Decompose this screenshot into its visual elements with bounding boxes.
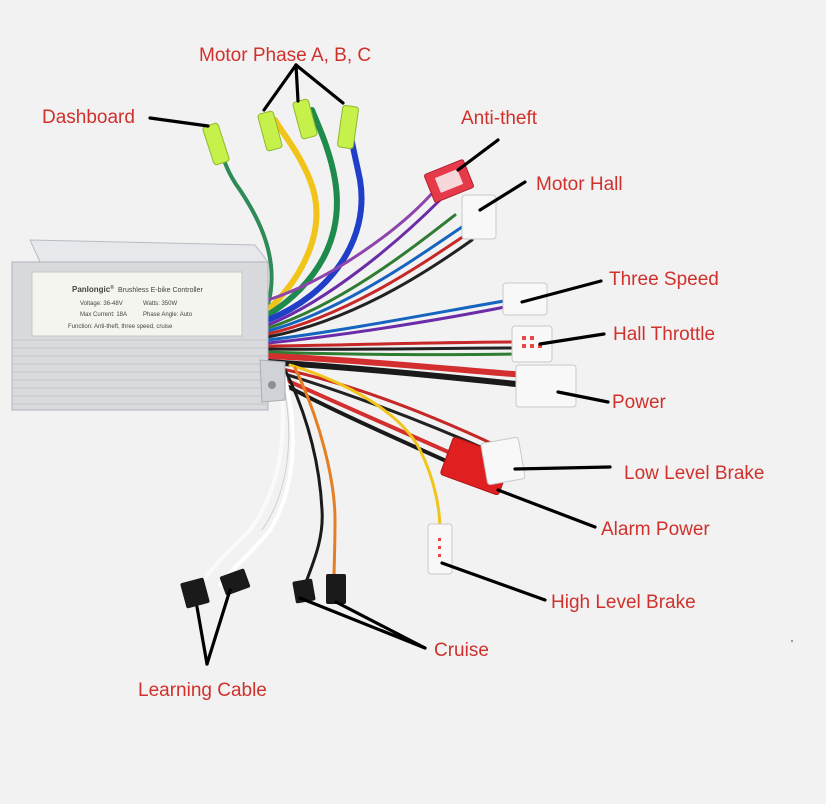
pointer-phase-a bbox=[262, 63, 298, 112]
learning-wire-1 bbox=[218, 366, 295, 587]
cruise-wire-orange bbox=[293, 366, 337, 582]
phase-c-connector bbox=[337, 104, 359, 150]
pointer-power bbox=[556, 390, 610, 404]
pointer-hall-throttle bbox=[538, 332, 606, 346]
controller-phase-angle: Phase Angle: Auto bbox=[143, 312, 193, 318]
learning-wire-2 bbox=[198, 366, 285, 587]
controller-voltage: Voltage: 36-48V bbox=[80, 301, 123, 307]
label-high-level-brake: High Level Brake bbox=[551, 592, 696, 613]
phase-wire-green bbox=[265, 107, 340, 318]
pointer-anti-theft bbox=[456, 138, 500, 172]
phase-a-connector bbox=[257, 110, 283, 152]
alarm-wire-red bbox=[266, 370, 457, 457]
cruise-connector-2 bbox=[326, 574, 346, 604]
pointer-learning-1 bbox=[195, 605, 209, 666]
motor-hall-wire-6 bbox=[266, 188, 437, 302]
pointer-phase-b bbox=[294, 63, 300, 103]
three-speed-connector bbox=[502, 282, 548, 316]
power-wire-red bbox=[265, 353, 528, 378]
label-dashboard: Dashboard bbox=[42, 107, 135, 128]
high-brake-pins bbox=[438, 538, 441, 557]
label-cruise: Cruise bbox=[434, 640, 489, 661]
label-motor-hall: Motor Hall bbox=[536, 174, 623, 195]
motor-hall-wire-3 bbox=[266, 223, 467, 333]
label-motor-phase: Motor Phase A, B, C bbox=[199, 45, 372, 66]
housing-mount-tab bbox=[259, 359, 286, 403]
learning-connector-1 bbox=[180, 577, 210, 609]
learning-connector-2 bbox=[219, 568, 251, 596]
label-low-level-brake: Low Level Brake bbox=[624, 463, 765, 484]
label-three-speed: Three Speed bbox=[609, 269, 719, 290]
hall-throttle-wire-3 bbox=[266, 350, 517, 357]
pointer-cruise-1 bbox=[298, 596, 427, 650]
controller-housing: Panlongic® Brushless E-bike Controller V… bbox=[11, 239, 286, 411]
dashboard-connector bbox=[202, 122, 230, 166]
cruise-connector-1 bbox=[292, 578, 316, 604]
label-learning-cable: Learning Cable bbox=[138, 680, 267, 701]
hall-throttle-wire-2 bbox=[266, 346, 517, 351]
cruise-wire-black bbox=[283, 368, 324, 587]
connectors bbox=[180, 98, 577, 609]
motor-hall-wire-5 bbox=[266, 238, 474, 339]
three-speed-wire-2 bbox=[266, 304, 512, 345]
phase-wire-yellow bbox=[265, 117, 320, 313]
housing-fins bbox=[12, 339, 268, 405]
housing-top bbox=[29, 239, 270, 263]
pointer-low-level-brake bbox=[513, 465, 612, 471]
phase-b-connector bbox=[292, 98, 318, 140]
three-speed-wire-1 bbox=[266, 298, 512, 342]
controller-max-current: Max Current: 18A bbox=[80, 312, 127, 318]
pointer-phase-c bbox=[294, 63, 345, 105]
motor-hall-wire-1 bbox=[266, 198, 442, 327]
pointer-high-level-brake bbox=[440, 561, 547, 602]
motor-hall-wire-2 bbox=[266, 213, 457, 330]
hall-throttle-pins bbox=[522, 336, 542, 348]
label-power: Power bbox=[612, 392, 666, 413]
hall-throttle-wire-1 bbox=[266, 340, 517, 348]
controller-functions: Function: Anti-theft, three speed, cruis… bbox=[68, 324, 173, 330]
controller-brand: Panlongic® bbox=[72, 284, 114, 294]
pointer-motor-hall bbox=[478, 180, 527, 212]
controller-title: Brushless E-bike Controller bbox=[118, 287, 203, 294]
pointer-lines bbox=[148, 63, 612, 666]
alarm-wire-black bbox=[266, 374, 457, 467]
label-hall-throttle: Hall Throttle bbox=[613, 324, 716, 345]
anti-theft-connector-face bbox=[434, 169, 464, 193]
power-wire-black bbox=[265, 359, 528, 388]
controller-label-plate bbox=[31, 271, 243, 337]
pointer-learning-2 bbox=[205, 588, 232, 666]
low-level-brake-connector bbox=[480, 436, 526, 486]
phase-wire-blue bbox=[265, 127, 365, 323]
power-connector bbox=[515, 364, 577, 408]
pointer-alarm-power bbox=[496, 488, 597, 529]
pointer-dashboard bbox=[148, 116, 210, 128]
pointer-three-speed bbox=[520, 279, 603, 304]
mount-hole bbox=[268, 381, 276, 389]
high-brake-wire bbox=[288, 363, 442, 532]
pointer-cruise-2 bbox=[334, 600, 427, 650]
label-alarm-power: Alarm Power bbox=[601, 519, 710, 540]
wires bbox=[198, 107, 528, 587]
stray-mark bbox=[790, 639, 794, 643]
controller-watts: Watts: 350W bbox=[143, 301, 177, 307]
label-anti-theft: Anti-theft bbox=[461, 108, 538, 129]
motor-hall-wire-4 bbox=[266, 230, 472, 336]
